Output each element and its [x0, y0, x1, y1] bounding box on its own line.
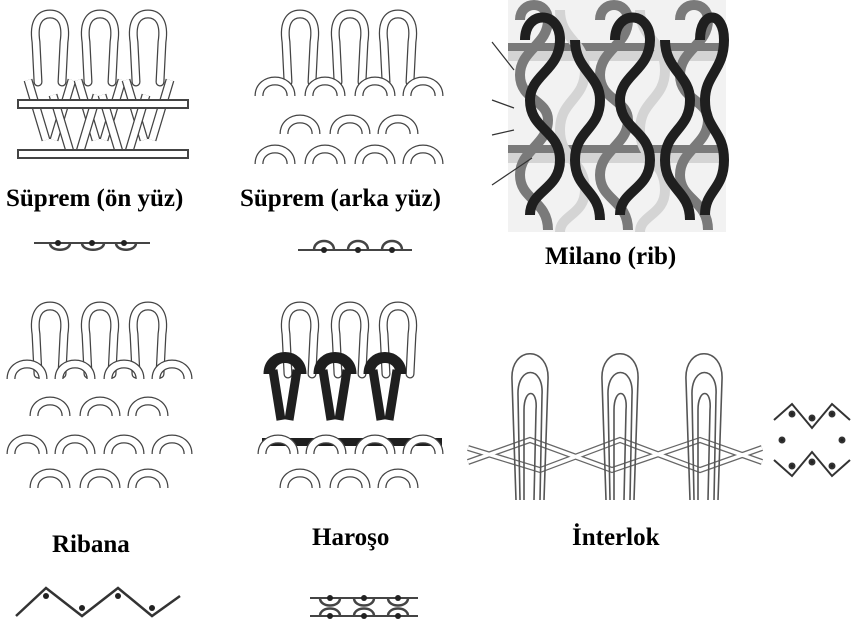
- label-suprem-front: Süprem (ön yüz): [6, 186, 183, 211]
- label-haroso: Haroşo: [312, 525, 389, 550]
- suprem-front-notation: [34, 240, 150, 250]
- haroso-notation: [310, 595, 418, 619]
- interlok-diagram: [468, 354, 762, 500]
- ribana-diagram: [11, 306, 188, 488]
- label-milano: Milano (rib): [545, 244, 676, 269]
- interlok-notation: [774, 404, 850, 476]
- suprem-back-notation: [298, 241, 412, 253]
- haroso-diagram: [262, 306, 442, 488]
- milano-diagram: [492, 0, 726, 232]
- label-suprem-back: Süprem (arka yüz): [240, 186, 441, 211]
- ribana-notation: [16, 588, 180, 616]
- label-ribana: Ribana: [52, 532, 130, 557]
- suprem-back-diagram: [259, 14, 439, 164]
- label-interlok: İnterlok: [572, 525, 660, 550]
- suprem-front-diagram: [18, 14, 188, 158]
